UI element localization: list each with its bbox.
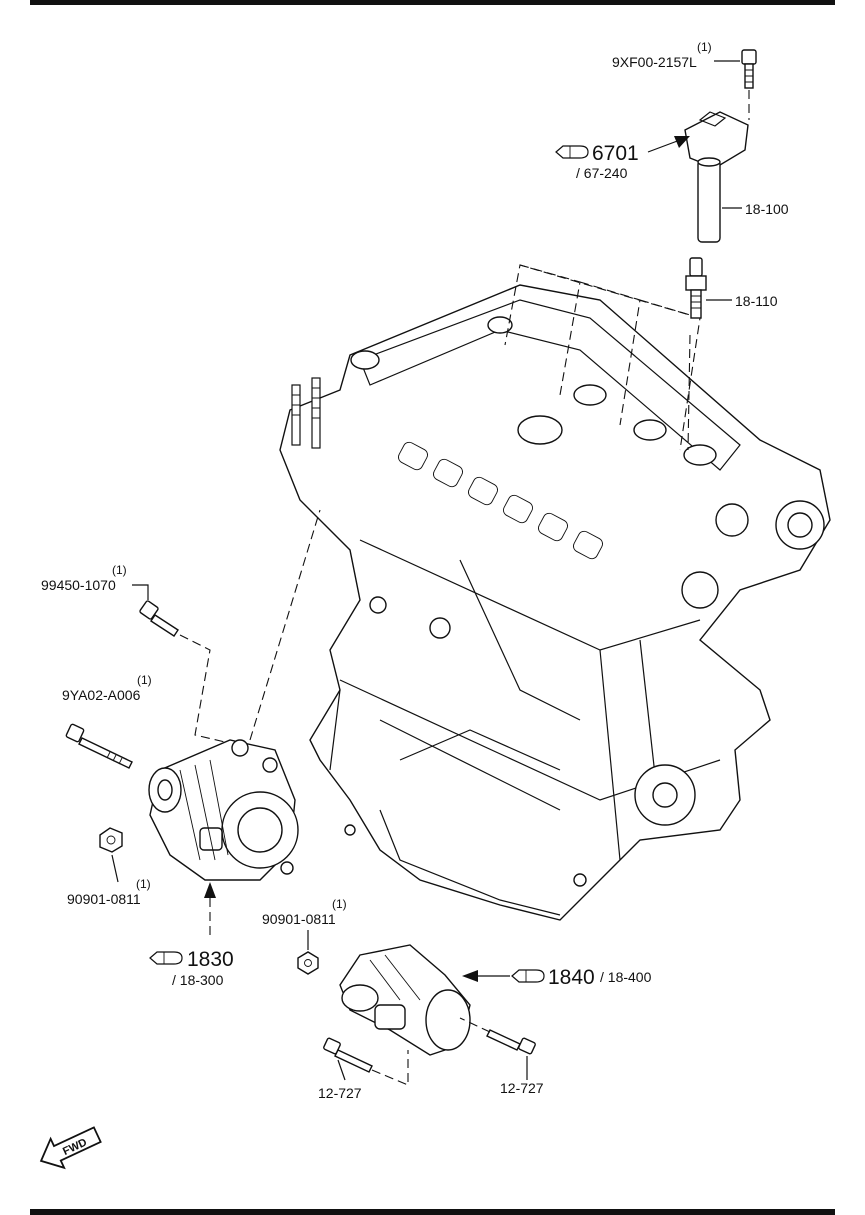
starter-bolt-left-part-no[interactable]: 12-727 xyxy=(318,1085,362,1101)
coil-ref-icon xyxy=(555,145,589,159)
starter-bolt-right[interactable] xyxy=(459,1017,536,1055)
alternator-long-bolt[interactable] xyxy=(65,723,133,769)
bottom-border xyxy=(30,1209,835,1215)
starter-ref-number[interactable]: 1840 xyxy=(548,966,595,989)
alt-nut-part-no[interactable]: 90901-0811 xyxy=(67,891,141,907)
coil-bolt[interactable] xyxy=(741,49,757,120)
starter-ref-sub: / 18-400 xyxy=(600,969,652,985)
alt-bolt-long-part-no[interactable]: 9YA02-A006 xyxy=(62,687,141,703)
starter-nut-part-no[interactable]: 90901-0811 xyxy=(262,911,336,927)
starter-ref-icon xyxy=(511,969,545,983)
ignition-coil[interactable] xyxy=(684,111,749,243)
leader-alt-nut xyxy=(111,854,119,883)
coil-ref-number[interactable]: 6701 xyxy=(592,142,639,165)
starter-nut-qty: (1) xyxy=(332,897,347,911)
fwd-arrow-icon: FWD xyxy=(39,1126,102,1170)
alt-bolt-upper-qty: (1) xyxy=(112,563,127,577)
bolt-top-qty: (1) xyxy=(697,40,712,54)
spark-plug[interactable] xyxy=(685,257,707,319)
alternator[interactable] xyxy=(148,739,299,881)
alternator-nut[interactable] xyxy=(99,827,123,853)
starter[interactable] xyxy=(339,944,471,1056)
starter-bolt-right-part-no[interactable]: 12-727 xyxy=(500,1080,544,1096)
bolt-top-part-no[interactable]: 9XF00-2157L xyxy=(612,54,697,70)
leader-starter-bolt-left xyxy=(337,1059,346,1081)
spark-plug-part-no[interactable]: 18-110 xyxy=(735,293,778,309)
starter-arrow xyxy=(462,970,510,982)
alt-bolt-upper-part-no[interactable]: 99450-1070 xyxy=(41,577,116,593)
alternator-upper-bolt[interactable] xyxy=(139,600,226,743)
starter-nut[interactable] xyxy=(297,951,319,975)
engine-assembly xyxy=(279,284,831,921)
top-border xyxy=(30,0,835,5)
coil-arrow xyxy=(647,136,690,153)
leader-alt-bolt-upper xyxy=(132,584,149,600)
alternator-ref-sub: / 18-300 xyxy=(172,972,224,988)
alternator-ref-number[interactable]: 1830 xyxy=(187,948,234,971)
ignition-coil-part-no[interactable]: 18-100 xyxy=(745,201,789,217)
starter-bolt-left[interactable] xyxy=(323,1037,409,1086)
alternator-arrow xyxy=(204,882,216,935)
alt-bolt-long-qty: (1) xyxy=(137,673,152,687)
alt-nut-qty: (1) xyxy=(136,877,151,891)
coil-ref-sub: / 67-240 xyxy=(576,165,628,181)
alternator-leader xyxy=(249,509,321,741)
alternator-ref-icon xyxy=(149,951,183,965)
